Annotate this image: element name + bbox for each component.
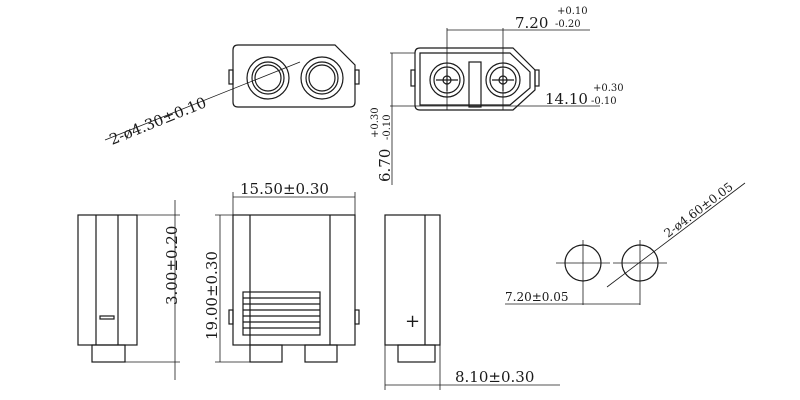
pin-pitch-tol-plus: +0.10: [557, 6, 588, 17]
side-view-left: 3.00±0.20: [77, 200, 181, 380]
pin-pitch-tol-minus: -0.20: [555, 19, 581, 30]
pin-length-dim: 3.00±0.20: [163, 226, 181, 305]
height-tol-minus: -0.10: [382, 114, 393, 140]
pin-pitch-dim: 7.20: [515, 14, 548, 32]
plus-icon: +: [405, 311, 420, 332]
front-view: 15.50±0.30 19.00±0.30: [203, 180, 360, 363]
pcb-footprint: 2-ø4.60±0.05 7.20±0.05: [505, 180, 746, 305]
height-tol-plus: +0.30: [370, 107, 381, 138]
pcb-pitch-dim: 7.20±0.05: [505, 290, 569, 304]
top-view-solder-side: 2-ø4.30±0.10: [104, 44, 360, 149]
body-width-dim: 15.50±0.30: [240, 180, 329, 198]
body-height-dim: 19.00±0.30: [203, 251, 221, 340]
height-dim: 6.70: [376, 149, 394, 182]
top-view-mating-side: 7.20 +0.10 -0.20 14.10 +0.30 -0.10 6.70 …: [370, 6, 624, 185]
depth-dim: 8.10±0.30: [455, 368, 534, 386]
width-tol-minus: -0.10: [591, 96, 617, 107]
side-view-right: + 8.10±0.30: [384, 214, 560, 390]
hole-dim-label: 2-ø4.30±0.10: [107, 93, 209, 148]
width-dim: 14.10: [545, 90, 588, 108]
width-tol-plus: +0.30: [593, 83, 624, 94]
pcb-hole-dim: 2-ø4.60±0.05: [661, 180, 735, 241]
